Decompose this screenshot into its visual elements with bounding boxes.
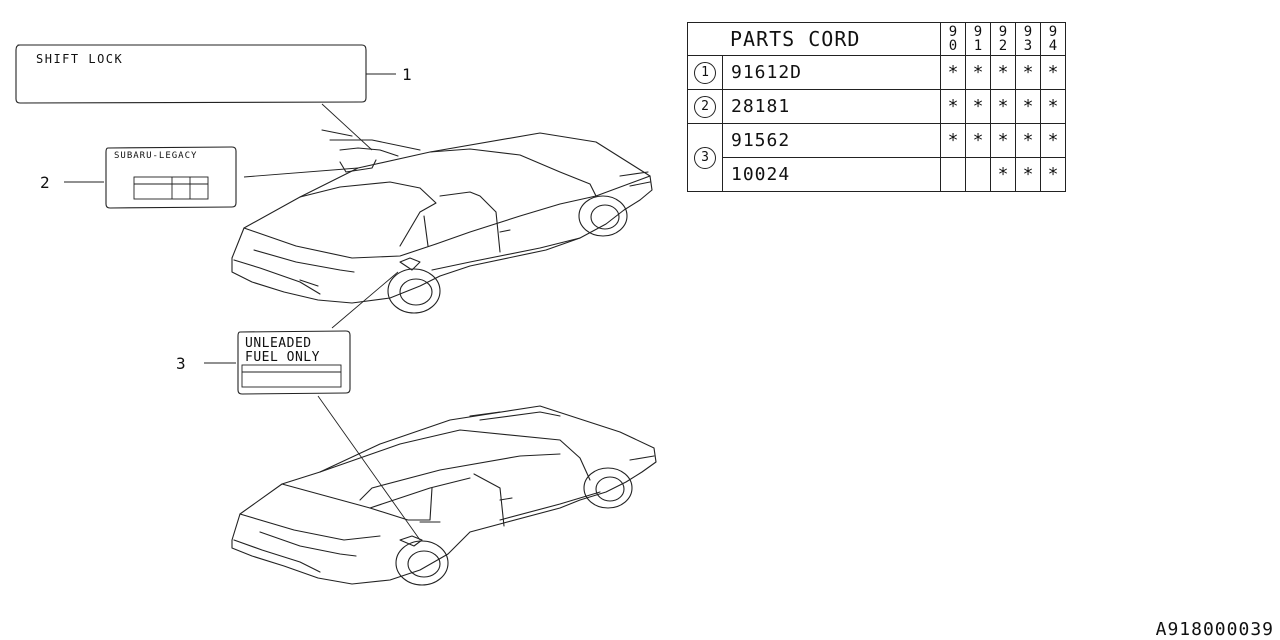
year-mark: * <box>1040 89 1066 124</box>
year-mark: * <box>1015 89 1041 124</box>
year-mark: * <box>1015 123 1041 158</box>
year-mark: * <box>940 123 966 158</box>
callout-2: 2 <box>40 173 50 192</box>
shift-lock-text: SHIFT LOCK <box>36 52 123 66</box>
year-mark: * <box>1015 55 1041 90</box>
unleaded-label: UNLEADED FUEL ONLY <box>237 330 351 395</box>
year-mark: * <box>965 89 991 124</box>
unleaded-label-box <box>241 364 342 388</box>
unleaded-line2: FUEL ONLY <box>245 350 320 365</box>
year-mark: * <box>940 55 966 90</box>
legacy-label: SUBARU-LEGACY <box>105 146 237 209</box>
year-mark: * <box>990 89 1016 124</box>
year-mark: * <box>965 123 991 158</box>
leader-line-2 <box>243 167 359 178</box>
table-row: 10024 * * * <box>688 157 1066 192</box>
table-row: 3 91562 * * * * * <box>687 123 1066 192</box>
item-number-1: 1 <box>687 55 723 90</box>
year-mark: * <box>990 157 1016 192</box>
leader-line-3b <box>317 395 421 541</box>
shift-lock-label: SHIFT LOCK <box>15 44 367 104</box>
part-code: 10024 <box>722 157 941 192</box>
year-mark: * <box>1040 55 1066 90</box>
part-code: 91562 <box>722 123 941 158</box>
parts-cord-header: PARTS CORD <box>687 22 941 56</box>
item-number-2: 2 <box>687 89 723 124</box>
callout-1: 1 <box>402 65 412 84</box>
year-mark: * <box>990 55 1016 90</box>
year-mark: * <box>1040 123 1066 158</box>
legacy-text: SUBARU-LEGACY <box>114 151 197 161</box>
part-code: 91612D <box>722 55 941 90</box>
year-mark: * <box>990 123 1016 158</box>
callout-3: 3 <box>176 354 186 373</box>
sedan-illustration <box>231 129 653 314</box>
year-mark <box>940 157 966 192</box>
leader-line-3a <box>331 271 399 329</box>
wagon-illustration <box>231 405 657 586</box>
year-mark: * <box>940 89 966 124</box>
item-number-3: 3 <box>687 123 723 192</box>
legacy-label-grid <box>133 176 209 200</box>
diagram-id: A918000039 <box>1155 619 1274 640</box>
year-mark: * <box>965 55 991 90</box>
year-mark: * <box>1040 157 1066 192</box>
table-row: 2 28181 * * * * * <box>687 89 1066 124</box>
leader-line-1 <box>321 103 373 151</box>
year-mark: * <box>1015 157 1041 192</box>
part-code: 28181 <box>722 89 941 124</box>
year-mark <box>965 157 991 192</box>
unleaded-line1: UNLEADED <box>245 336 312 351</box>
table-row: 1 91612D * * * * * <box>687 55 1066 90</box>
